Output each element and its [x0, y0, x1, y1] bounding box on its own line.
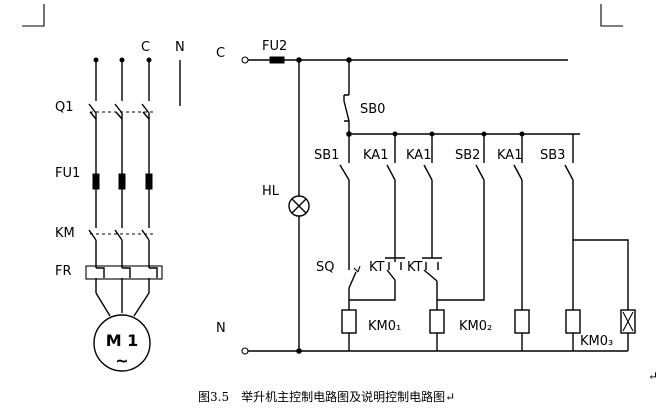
- label-km01: KM0₁: [368, 319, 401, 334]
- branch-ka1-coil: [513, 134, 530, 351]
- branch-sb3-km03: KM0₃: [564, 134, 636, 351]
- coil-km02: [429, 309, 445, 334]
- branch-sb1-sq-km01: SQ KM0₁: [316, 134, 401, 351]
- branch-ka1-kt-km02: KT KM0₂: [407, 134, 492, 351]
- control-circuit: C N FU2 SB0 HL: [216, 39, 636, 355]
- phase-lines: [88, 57, 181, 293]
- label-km03: KM0₃: [580, 334, 613, 349]
- label-kt-1: KT: [369, 260, 385, 275]
- coil-km03-a: [565, 309, 581, 334]
- label-neutral-n: N: [175, 40, 185, 55]
- main-power-circuit: C N Q1 FU1 KM FR: [55, 40, 185, 372]
- label-sq: SQ: [316, 260, 334, 275]
- label-ka1-b: KA1: [406, 148, 431, 163]
- label-sb1: SB1: [314, 148, 339, 163]
- motor-label: M 1: [106, 331, 139, 350]
- label-sb3: SB3: [540, 148, 565, 163]
- label-fr: FR: [55, 264, 72, 279]
- label-sb2: SB2: [455, 148, 480, 163]
- label-ka1-a: KA1: [363, 148, 388, 163]
- label-rail-n: N: [216, 321, 226, 336]
- coil-km01: [341, 309, 357, 334]
- sb0-stop-button: [343, 60, 352, 137]
- label-rail-c: C: [216, 46, 225, 61]
- fu1-fuses: [92, 173, 153, 190]
- figure-caption: 图3.5 举升机主控制电路图及说明控制电路图↵: [198, 389, 455, 404]
- coil-km03-b: [620, 309, 636, 334]
- top-rail: [241, 56, 568, 64]
- label-phase-c: C: [141, 40, 150, 55]
- label-hl: HL: [262, 184, 280, 199]
- fr-overload-relay: [85, 265, 163, 280]
- switch-labels: SB1 KA1 KA1 SB2 KA1 SB3: [314, 148, 565, 163]
- branch-ka1-kt-1: KT: [349, 134, 405, 301]
- label-ka1-c: KA1: [497, 148, 522, 163]
- label-kt-2: KT: [407, 260, 423, 275]
- crop-marks: [22, 4, 623, 27]
- branch-sb2: [437, 134, 485, 301]
- bottom-rail: [241, 347, 628, 355]
- label-fu1: FU1: [55, 166, 80, 181]
- label-q1: Q1: [55, 100, 74, 115]
- coil-ka1: [514, 309, 530, 334]
- label-km02: KM0₂: [459, 319, 492, 334]
- lamp-hl-branch: [288, 60, 310, 351]
- label-fu2: FU2: [262, 39, 287, 54]
- motor-symbol: M 1 ~: [93, 292, 151, 372]
- label-sb0: SB0: [360, 102, 385, 117]
- label-km: KM: [55, 226, 75, 241]
- page-return-mark: ↵: [648, 369, 658, 383]
- motor-ac-symbol: ~: [115, 351, 128, 370]
